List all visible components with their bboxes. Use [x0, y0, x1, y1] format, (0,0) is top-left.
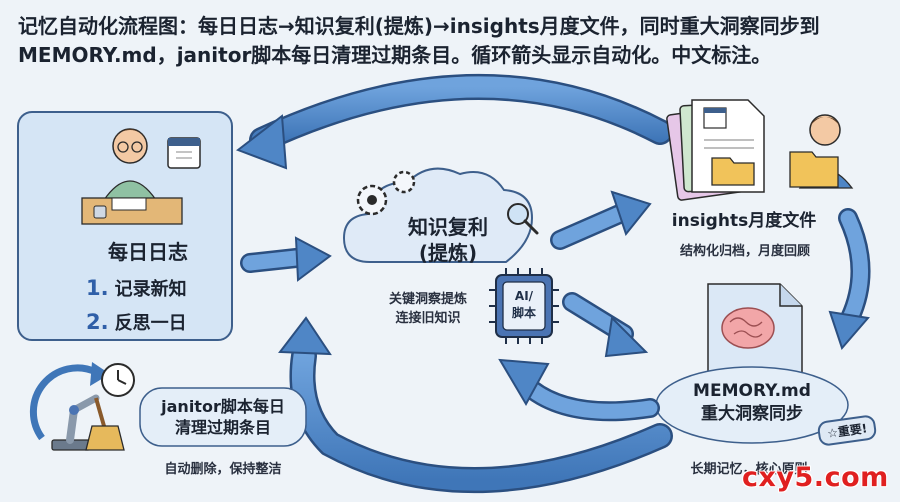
janitor-title: janitor脚本每日 清理过期条目: [142, 396, 304, 438]
knowledge-title-line1: 知识复利: [408, 215, 488, 239]
list-number: 2.: [86, 310, 109, 334]
ai-chip-icon: [489, 268, 559, 344]
arrow-memory-to-knowledge: [498, 358, 660, 422]
broom-icon: [85, 397, 125, 451]
gears-icon: [356, 170, 416, 216]
person-with-folder-icon: [789, 114, 854, 189]
brain-icon: [721, 307, 775, 349]
list-item: 1.记录新知: [86, 272, 187, 306]
diagram-title: 记忆自动化流程图：每日日志→知识复利(提炼)→insights月度文件，同时重大…: [18, 14, 820, 67]
list-text: 记录新知: [114, 279, 187, 300]
list-item: 2.反思一日: [86, 306, 187, 340]
person-writing-icon: [81, 128, 183, 225]
magnifier-icon: [507, 203, 539, 235]
document-stack-icon: [666, 99, 765, 201]
knowledge-desc-line1: 关键洞察提炼: [388, 292, 467, 307]
loop-arrow-bottom: [278, 316, 673, 494]
ai-chip-line1: AI/: [514, 289, 534, 303]
knowledge-desc: 关键洞察提炼 连接旧知识: [368, 290, 488, 328]
memory-title-line2: 重大洞察同步: [701, 404, 803, 424]
arrow-insights-to-memory: [828, 208, 871, 350]
janitor-title-line1: janitor脚本每日: [161, 397, 285, 416]
knowledge-cloud: [342, 167, 534, 263]
janitor-bubble: [139, 387, 307, 447]
memory-desc: 长期记忆，核心原则: [690, 462, 808, 477]
janitor-title-line2: 清理过期条目: [174, 418, 271, 437]
knowledge-desc-line2: 连接旧知识: [395, 311, 461, 326]
daily-log-panel: [17, 111, 233, 341]
site-watermark: cxy5.com: [742, 462, 889, 493]
knowledge-title-line2: (提炼): [418, 241, 478, 265]
list-number: 1.: [86, 276, 109, 300]
calendar-icon: [167, 137, 201, 169]
daily-log-title: 每日日志: [108, 240, 188, 264]
memory-title-line1: MEMORY.md: [693, 381, 811, 401]
arrow-knowledge-to-insights: [550, 190, 652, 250]
daily-log-list: 1.记录新知 2.反思一日: [86, 272, 187, 340]
insights-title: insights月度文件: [671, 211, 817, 231]
clock-icon: [101, 363, 135, 397]
arrow-daily-to-knowledge: [240, 236, 332, 282]
arrow-knowledge-to-memory: [562, 292, 649, 358]
ai-chip-label: AI/ 脚本: [503, 288, 545, 322]
list-text: 反思一日: [114, 313, 187, 334]
loop-arrow-top: [235, 73, 673, 170]
memory-title: MEMORY.md 重大洞察同步: [664, 380, 840, 426]
knowledge-title: 知识复利 (提炼): [386, 214, 510, 266]
ai-chip-line2: 脚本: [511, 306, 536, 320]
insights-desc: 结构化归档，月度回顾: [679, 244, 810, 259]
janitor-desc: 自动删除，保持整洁: [164, 462, 282, 477]
refresh-cycle-icon: [29, 362, 110, 441]
